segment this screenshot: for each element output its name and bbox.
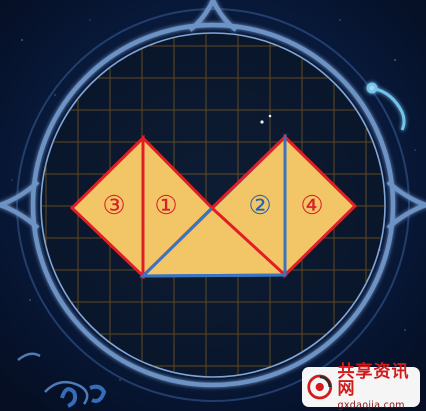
piece-2-blue-base (142, 273, 286, 278)
bottom-glyphs (60, 384, 107, 408)
watermark-badge: 共享资讯网 gxdaojia.com (302, 361, 420, 410)
piece-1-label: ① (154, 191, 177, 221)
piece-4-label: ④ (300, 191, 323, 221)
watermark-title: 共享资讯网 (337, 361, 410, 399)
watermark-url: gxdaojia.com (337, 399, 405, 411)
swirl-decoration (17, 352, 89, 405)
puzzle-pieces (69, 133, 358, 280)
piece-2-red-edge (210, 135, 287, 210)
outer-ring (16, 8, 410, 402)
watermark-logo-icon (307, 374, 333, 400)
glow-curl-icon (366, 82, 406, 131)
ornate-frame (0, 0, 426, 388)
piece-3-label: ③ (102, 191, 125, 221)
piece-2-label: ② (248, 191, 271, 221)
sparkles (260, 114, 272, 124)
piece-2-red-edge-lower (210, 206, 287, 277)
